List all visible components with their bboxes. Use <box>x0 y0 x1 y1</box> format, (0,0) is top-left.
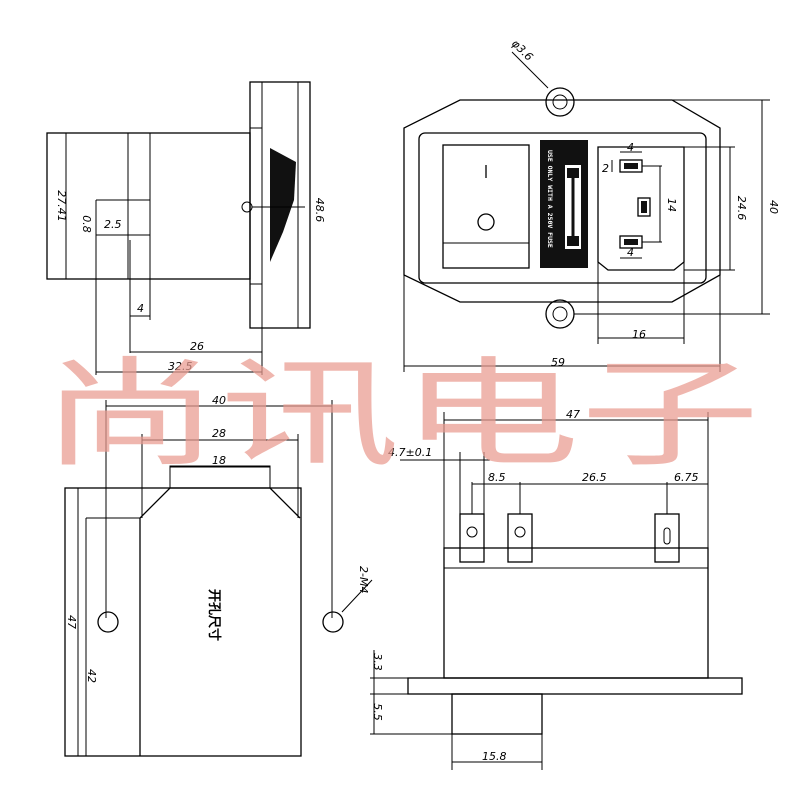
dim-18: 18 <box>212 454 226 467</box>
pin-earth <box>637 197 651 217</box>
dim-47-cutout: 47 <box>65 615 78 629</box>
dim-16: 16 <box>632 328 646 341</box>
dim-42: 42 <box>85 669 98 683</box>
terminal-2 <box>507 513 533 563</box>
dim-4-side: 4 <box>137 302 144 315</box>
terminal-3 <box>654 513 680 563</box>
power-off-mark <box>477 213 495 231</box>
rocker-switch <box>270 148 296 262</box>
terminal-1 <box>459 513 485 563</box>
dim-4-bottom: 4 <box>627 246 634 259</box>
dim-3-3: 3.3 <box>371 653 384 671</box>
cutout-frame <box>64 487 302 757</box>
dim-32-5: 32.5 <box>168 360 193 373</box>
side-flange <box>249 81 311 329</box>
dim-28: 28 <box>212 427 226 440</box>
dim-26-5: 26.5 <box>582 471 607 484</box>
fuse-label: USE ONLY WITH A 250V FUSE <box>546 150 554 248</box>
mount-hole-bottom <box>545 299 575 329</box>
dim-40-cutout: 40 <box>212 394 226 407</box>
mount-hole-top <box>545 87 575 117</box>
dim-2: 2 <box>602 162 609 175</box>
cutout-hole-left <box>97 611 119 633</box>
dim-40-front: 40 <box>767 200 780 214</box>
dim-14: 14 <box>665 198 678 212</box>
cutout-view: 40 28 18 47 42 2-M4 开孔尺寸 <box>64 394 373 757</box>
dim-8-5: 8.5 <box>488 471 506 484</box>
dim-hole-dia: φ3.6 <box>509 37 536 64</box>
dim-4-7-tol: 4.7±0.1 <box>388 446 432 459</box>
dim-6-75: 6.75 <box>674 471 699 484</box>
dim-48-6: 48.6 <box>313 198 326 223</box>
dim-47-bottom: 47 <box>566 408 580 421</box>
front-body <box>418 132 707 284</box>
rocker-window <box>442 144 530 269</box>
side-body <box>46 132 251 280</box>
dim-24-6: 24.6 <box>735 196 748 221</box>
front-view: USE ONLY WITH A 250V FUSE φ3.6 <box>403 37 780 372</box>
bottom-flange <box>407 677 743 695</box>
cutout-hole-right <box>322 611 344 633</box>
dim-27-41: 27.41 <box>55 190 68 222</box>
watermark: 尚讯电子 <box>40 345 760 483</box>
dim-4-top: 4 <box>627 141 634 154</box>
dim-2-5: 2.5 <box>104 218 122 231</box>
bottom-view: 47 4.7±0.1 8.5 26.5 6.75 3.3 5.5 15.8 <box>370 408 743 770</box>
dim-15-8: 15.8 <box>482 750 507 763</box>
dim-5-5: 5.5 <box>371 703 384 721</box>
side-view: 27.41 0.8 2.5 48.6 4 26 32.5 <box>46 81 326 375</box>
dim-2-m4: 2-M4 <box>357 566 370 593</box>
cutout-label: 开孔尺寸 <box>206 589 222 641</box>
dim-0-8: 0.8 <box>80 215 93 233</box>
bottom-rocker <box>451 693 543 735</box>
dim-59: 59 <box>551 356 565 369</box>
dim-26: 26 <box>190 340 204 353</box>
